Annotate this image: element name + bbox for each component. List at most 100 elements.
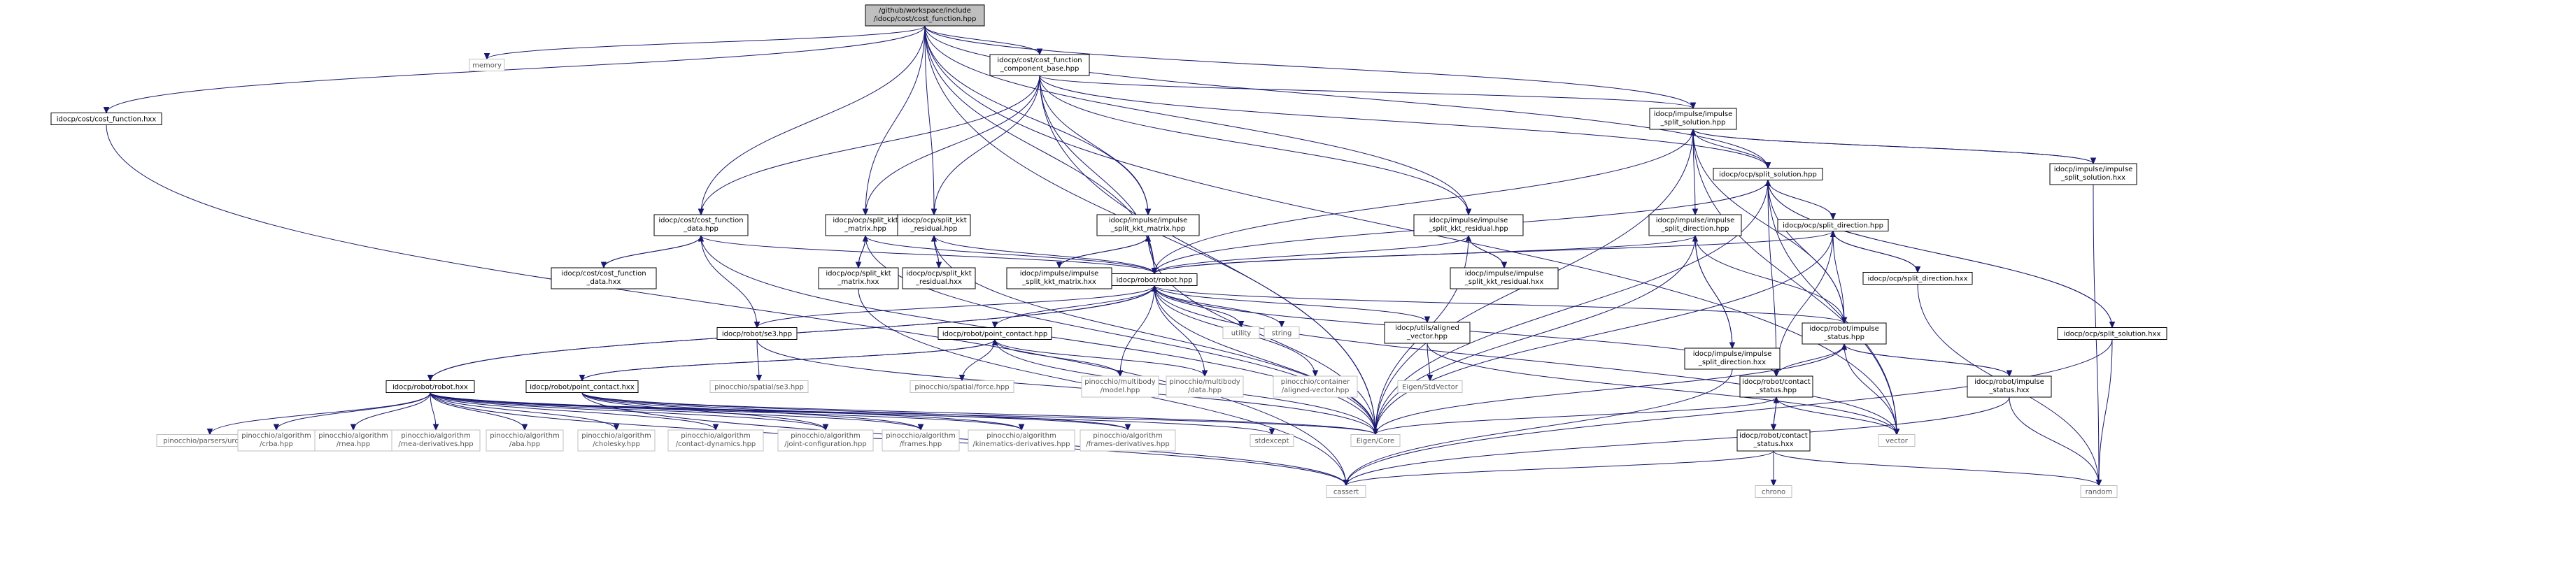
dependency-edge [483,25,926,60]
node-label: _split_kkt_matrix.hxx [1021,278,1096,286]
dependency-edge [1830,230,1918,273]
node-iskr-hxx[interactable]: idocp/impulse/impulse_split_kkt_residual… [1450,267,1559,289]
node-iskm[interactable]: idocp/impulse/impulse_split_kkt_matrix.h… [1096,214,1200,236]
node-label: pinocchio/algorithm [241,432,311,440]
node-isd[interactable]: idocp/impulse/impulse_split_direction.hp… [1648,214,1742,236]
node-pin-model: pinocchio/multibody/model.hpp [1081,375,1159,398]
dependency-edge [1039,75,1697,110]
node-eigen-stdvector: Eigen/StdVector [1397,380,1463,393]
node-label: pinocchio/multibody [1084,378,1156,386]
node-label: idocp/ocp/split_kkt [833,217,898,224]
node-iskr[interactable]: idocp/impulse/impulse_split_kkt_residual… [1413,214,1524,236]
node-eigen-core: Eigen/Core [1350,434,1401,447]
node-utility: utility [1222,327,1260,339]
node-label: idocp/ocp/split_direction.hxx [1867,275,1967,283]
node-ocp-split-solution[interactable]: idocp/ocp/split_solution.hpp [1713,168,1823,180]
node-pc[interactable]: idocp/robot/point_contact.hpp [937,327,1052,340]
dependency-edge [2009,396,2102,487]
dependency-edge [1059,234,1152,268]
node-pc-hxx[interactable]: idocp/robot/point_contact.hxx [525,380,639,393]
dependency-edge [1465,234,1505,268]
node-contact-status-hxx[interactable]: idocp/robot/contact_status.hxx [1736,429,1811,452]
node-label: /github/workspace/include [879,7,971,15]
node-pin-aligned: pinocchio/container/aligned-vector.hpp [1273,375,1358,398]
node-label: _matrix.hxx [837,278,879,286]
node-skm[interactable]: idocp/ocp/split_kkt_matrix.hpp [825,214,906,236]
node-iskm-hxx[interactable]: idocp/impulse/impulse_split_kkt_matrix.h… [1006,267,1112,289]
node-label: /contact-dynamics.hpp [676,440,756,448]
node-skm-hxx[interactable]: idocp/ocp/split_kkt_matrix.hxx [818,267,899,289]
dependency-edge [991,285,1155,329]
node-impulse-status-hxx[interactable]: idocp/robot/impulse_status.hxx [1967,375,2052,398]
node-chrono: chrono [1755,485,1792,498]
node-label: pinocchio/algorithm [1093,432,1162,440]
dependency-edge [930,234,940,268]
node-label: idocp/robot/point_contact.hxx [530,384,635,392]
dependency-edge [924,25,937,216]
dependency-edge [700,235,760,329]
dependency-edge [430,392,528,431]
node-sd[interactable]: idocp/ocp/split_direction.hpp [1777,219,1889,231]
dependency-edge [1154,285,1848,324]
node-label: pinocchio/spatial/se3.hpp [714,384,804,392]
node-aligned[interactable]: idocp/utils/aligned_vector.hpp [1384,322,1471,344]
node-root[interactable]: /github/workspace/include/idocp/cost/cos… [865,4,985,27]
node-label: /rnea.hpp [337,440,370,448]
node-se3[interactable]: idocp/robot/se3.hpp [716,327,798,340]
node-label: _status.hpp [1755,387,1797,394]
node-cfd[interactable]: idocp/cost/cost_function_data.hpp [653,214,749,236]
dependency-edge [581,392,1131,431]
node-robot-hxx[interactable]: idocp/robot/robot.hxx [385,380,475,393]
dependency-edge [756,339,763,382]
node-sd-hxx[interactable]: idocp/ocp/split_direction.hxx [1862,272,1973,285]
node-robot[interactable]: idocp/robot/robot.hpp [1111,273,1198,286]
node-label: _data.hxx [586,278,621,286]
node-ccb[interactable]: idocp/cost/cost_function_component_base.… [989,54,1090,76]
node-ss-hxx[interactable]: idocp/ocp/split_solution.hxx [2057,327,2167,340]
node-label: idocp/impulse/impulse [1109,217,1188,224]
node-label: memory [472,62,502,70]
dependency-edge [862,25,926,216]
node-label: _component_base.hpp [1000,65,1080,73]
dependency-edge [581,338,998,381]
node-label: pinocchio/algorithm [318,432,388,440]
node-pin-rnea-d: pinocchio/algorithm/rnea-derivatives.hpp [391,429,481,452]
node-isd-hxx[interactable]: idocp/impulse/impulse_split_direction.hx… [1684,347,1781,370]
node-label: _vector.hpp [1406,333,1448,340]
node-cfd-hxx[interactable]: idocp/cost/cost_function_data.hxx [551,267,657,289]
node-imp-split-solution-hxx[interactable]: idocp/impulse/impulse_split_solution.hxx [2049,163,2137,185]
node-label: idocp/impulse/impulse [1429,217,1508,224]
node-label: stdexcept [1254,438,1289,445]
node-vector: vector [1878,434,1916,447]
node-label: _split_direction.hpp [1660,225,1729,233]
node-label: _split_solution.hpp [1660,119,1726,127]
node-pin-force: pinocchio/spatial/force.hpp [910,380,1014,393]
dependency-edge [430,392,1131,431]
dependency-edge [1690,128,2094,164]
node-label: /frames.hpp [900,440,942,448]
node-label: idocp/robot/impulse [1809,325,1879,333]
dependency-edge [273,392,431,431]
node-label: idocp/ocp/split_solution.hpp [1719,171,1817,179]
node-imp-split-solution[interactable]: idocp/impulse/impulse_split_solution.hpp [1649,108,1737,130]
node-random: random [2080,485,2118,498]
dependency-edge [858,234,869,268]
node-label: idocp/impulse/impulse [1020,270,1099,278]
node-label: idocp/robot/robot.hxx [392,384,468,392]
node-cost-function-hxx[interactable]: idocp/cost/cost_function.hxx [50,113,162,125]
dependency-edge [1372,396,1777,436]
node-skr-hxx[interactable]: idocp/ocp/split_kkt_residual.hxx [902,267,976,289]
node-label: pinocchio/spatial/force.hpp [914,384,1009,392]
dependency-edge [994,339,1208,378]
node-string: string [1264,327,1300,339]
dependency-edge [1764,179,2113,328]
dependency-edge [1154,285,1900,436]
node-contact-status[interactable]: idocp/robot/contact_status.hpp [1739,375,1813,398]
dependency-edge [430,392,1379,436]
node-skr[interactable]: idocp/ocp/split_kkt_residual.hpp [897,214,971,236]
dependency-edge [753,285,1155,329]
node-impulse-status[interactable]: idocp/robot/impulse_status.hpp [1802,322,1887,345]
node-label: idocp/impulse/impulse [1465,270,1544,278]
node-label: chrono [1762,489,1785,496]
dependency-edge [350,392,431,431]
